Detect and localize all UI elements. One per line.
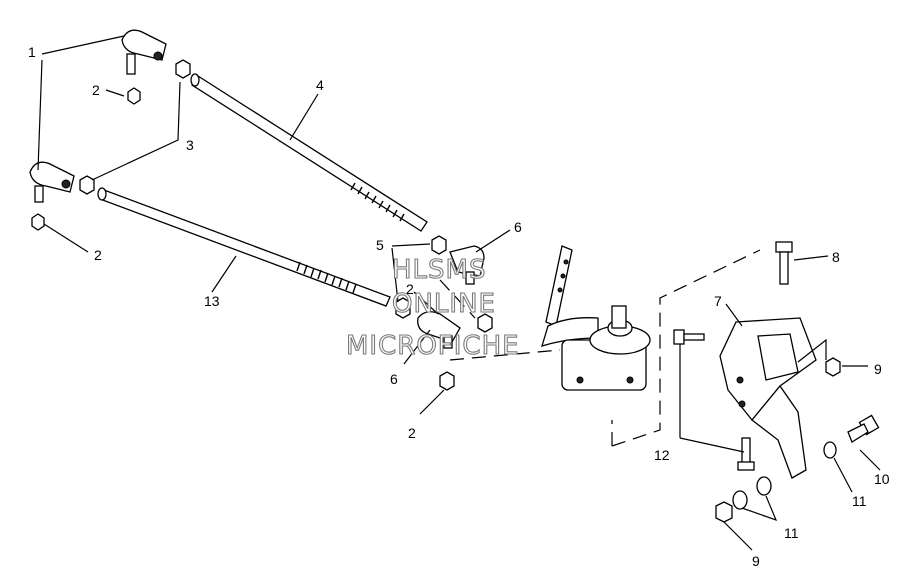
callout-labels: 1 2 3 4 2 13 5 6 2 6 2 7 8 9 12 10 11 11…: [28, 44, 890, 569]
callout-11: 11: [784, 525, 799, 541]
nut-upper-left: [127, 87, 141, 105]
steering-gearbox: [561, 305, 651, 391]
bolt-10: [847, 414, 880, 443]
washer-11-right: [823, 441, 837, 459]
ball-joint-lower: [29, 161, 75, 203]
callout-6: 6: [390, 371, 398, 387]
callout-7: 7: [714, 293, 722, 309]
watermark-line-1: HLSMS: [392, 255, 486, 285]
upper-rod-thread: [350, 182, 405, 222]
nut-2-mid: [477, 313, 493, 333]
nut-9-bottom: [715, 501, 733, 523]
lower-tie-rod: [97, 187, 391, 307]
callout-8: 8: [832, 249, 840, 265]
nut-2-bottom: [439, 371, 455, 391]
jam-nut-lower: [79, 175, 95, 195]
callout-9: 9: [752, 553, 760, 569]
jam-nut-upper: [175, 59, 191, 79]
jam-nut-right-rod: [395, 297, 411, 319]
ball-joint-6-lower: [417, 311, 461, 349]
upper-tie-rod: [190, 73, 428, 232]
callout-4: 4: [316, 77, 324, 93]
callout-10: 10: [874, 471, 890, 487]
callout-3: 3: [186, 137, 194, 153]
callout-2: 2: [94, 247, 102, 263]
leader-lines: [37, 35, 881, 551]
jam-nut-5: [431, 235, 447, 255]
bolt-12-upper: [673, 329, 705, 345]
callout-2: 2: [406, 281, 414, 297]
watermark-line-2: ONLINE: [392, 289, 496, 319]
lower-rod-thread: [296, 261, 357, 294]
callout-13: 13: [204, 293, 220, 309]
callout-6: 6: [514, 219, 522, 235]
steering-lever: [541, 245, 599, 347]
callout-1: 1: [28, 44, 36, 60]
washer-11-lower-b: [756, 476, 772, 496]
callout-11: 11: [852, 493, 867, 509]
washer-11-lower-a: [732, 490, 748, 510]
callout-9: 9: [874, 361, 882, 377]
watermark-line-3: MICROFICHE: [346, 331, 520, 361]
bolt-8: [775, 241, 793, 285]
ball-joint-6-upper: [449, 245, 485, 285]
nut-lower-left: [31, 213, 45, 231]
callout-2: 2: [408, 425, 416, 441]
callout-12: 12: [654, 447, 670, 463]
ball-joint-upper: [121, 29, 167, 75]
dashed-assembly-lines: [439, 249, 761, 447]
callout-2: 2: [92, 82, 100, 98]
nut-9-right: [825, 357, 841, 377]
bolt-12-lower: [737, 437, 755, 471]
callout-5: 5: [376, 237, 384, 253]
mounting-bracket: [719, 317, 817, 479]
watermark: HLSMS ONLINE MICROFICHE: [345, 254, 520, 361]
